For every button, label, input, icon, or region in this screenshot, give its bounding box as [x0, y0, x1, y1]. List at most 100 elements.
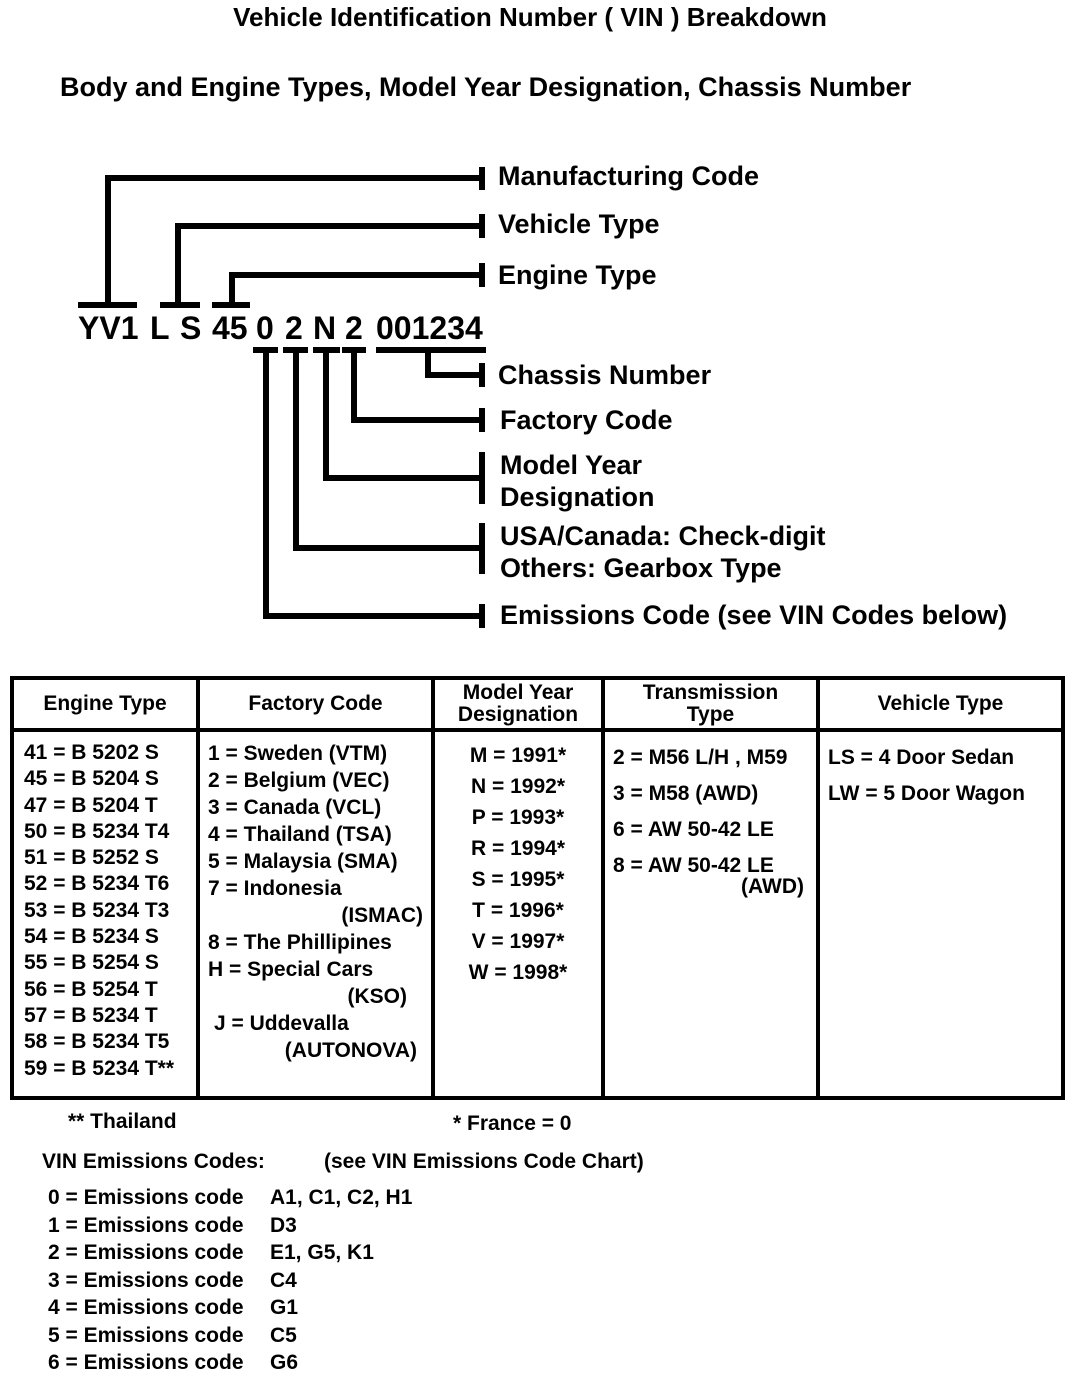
callout-engine-type: Engine Type [498, 260, 657, 290]
callout-model-year: Model Year Designation [500, 449, 655, 513]
callout-model-year-line2: Designation [500, 482, 655, 512]
factory-code-row: (KSO) [347, 985, 408, 1008]
emissions-code-values: G1 [270, 1296, 299, 1319]
footnote-thailand: ** Thailand [68, 1110, 177, 1133]
emissions-codes-list: 0 = Emissions code A1, C1, C2, H1 1 = Emi… [48, 1184, 412, 1377]
vin-emissions-digit: 0 [256, 310, 274, 346]
engine-type-row: 56 = B 5254 T [24, 977, 158, 1001]
engine-type-row: 57 = B 5234 T [24, 1003, 158, 1027]
header-factory-code: Factory Code [200, 680, 435, 732]
transmission-column: 2 = M56 L/H , M59 3 = M58 (AWD) 6 = AW 5… [605, 732, 820, 1096]
header-engine-type: Engine Type [14, 680, 200, 732]
emissions-code-values: D3 [270, 1213, 297, 1237]
emissions-code-label: 3 = Emissions code [48, 1268, 244, 1292]
emissions-code-row: 6 = Emissions code G6 [48, 1349, 412, 1377]
model-year-column: M = 1991* N = 1992* P = 1993* R = 1994* … [435, 732, 605, 1096]
engine-type-row: 50 = B 5234 T4 [24, 819, 170, 843]
model-year-row: M = 1991* [469, 744, 567, 767]
vin-breakdown-diagram: YV1 L S 45 0 2 N 2 001234 Manufacturing … [0, 150, 1088, 650]
header-vehicle-type: Vehicle Type [820, 680, 1061, 732]
engine-type-row: 58 = B 5234 T5 [24, 1030, 170, 1054]
model-year-row: R = 1994* [471, 837, 565, 860]
emissions-code-values: C4 [270, 1268, 297, 1292]
manufacturing-code-connector [105, 175, 482, 302]
factory-code-row: (AUTONOVA) [284, 1039, 417, 1062]
emissions-code-label: 4 = Emissions code [48, 1296, 244, 1319]
chassis-number-connector [425, 353, 482, 378]
transmission-row: 6 = AW 50-42 LE [613, 818, 774, 841]
engine-type-row: 55 = B 5254 S [24, 951, 159, 975]
factory-code-row: 5 = Malaysia (SMA) [208, 850, 398, 873]
model-year-row: W = 1998* [468, 961, 568, 984]
emissions-code-label: 0 = Emissions code [48, 1186, 244, 1209]
model-year-row: V = 1997* [471, 930, 565, 953]
engine-type-row: 54 = B 5234 S [24, 925, 159, 949]
page-title: Vehicle Identification Number ( VIN ) Br… [233, 2, 827, 32]
transmission-row: 3 = M58 (AWD) [613, 782, 759, 805]
engine-type-row: 59 = B 5234 T** [24, 1056, 175, 1080]
engine-type-row: 52 = B 5234 T6 [24, 872, 170, 896]
header-model-year-line1: Model Year [462, 681, 574, 704]
callout-manufacturing-code: Manufacturing Code [498, 161, 759, 191]
emissions-code-label: 6 = Emissions code [48, 1351, 244, 1374]
callout-factory-code: Factory Code [500, 405, 673, 435]
vehicle-type-row: LW = 5 Door Wagon [828, 782, 1025, 805]
factory-code-row: 3 = Canada (VCL) [208, 796, 382, 819]
emissions-code-connector [263, 353, 482, 619]
vin-codes-table: Engine Type Factory Code Model Year Desi… [10, 676, 1065, 1100]
callout-check-digit-line2: Others: Gearbox Type [500, 553, 782, 583]
header-transmission: Transmission Type [605, 680, 820, 732]
engine-type-row: 51 = B 5252 S [24, 846, 159, 870]
footnote-france: * France = 0 [453, 1112, 572, 1135]
factory-code-row: 1 = Sweden (VTM) [208, 742, 388, 765]
emissions-code-label: 5 = Emissions code [48, 1323, 244, 1347]
model-year-row: P = 1993* [471, 806, 565, 829]
emissions-codes-note: (see VIN Emissions Code Chart) [324, 1150, 644, 1173]
model-year-row: N = 1992* [471, 775, 565, 798]
engine-type-row: 53 = B 5234 T3 [24, 898, 170, 922]
vin-connector-lines [78, 167, 486, 628]
model-year-row: T = 1996* [472, 899, 564, 922]
emissions-code-values: G6 [270, 1351, 299, 1374]
engine-type-row: 41 = B 5202 S [24, 741, 159, 764]
transmission-row: 2 = M56 L/H , M59 [613, 746, 788, 769]
factory-code-row: 2 = Belgium (VEC) [208, 769, 390, 792]
callout-model-year-line1: Model Year [500, 450, 643, 480]
factory-code-row: 7 = Indonesia [208, 877, 342, 900]
factory-code-row: J = Uddevalla [214, 1012, 349, 1035]
emissions-code-values: E1, G5, K1 [270, 1241, 374, 1264]
factory-code-row: H = Special Cars [208, 958, 374, 981]
emissions-code-label: 2 = Emissions code [48, 1241, 244, 1264]
page-subtitle: Body and Engine Types, Model Year Design… [60, 72, 912, 102]
vin-vehicle-type-l: L [150, 310, 170, 346]
emissions-code-row: 2 = Emissions code E1, G5, K1 [48, 1239, 412, 1267]
vin-manufacturer: YV1 [78, 310, 139, 346]
factory-code-row: 4 = Thailand (TSA) [208, 823, 392, 846]
callout-vehicle-type: Vehicle Type [498, 209, 660, 239]
vin-engine-type: 45 [212, 310, 248, 346]
emissions-codes-title: VIN Emissions Codes: [42, 1150, 265, 1173]
emissions-code-row: 4 = Emissions code G1 [48, 1294, 412, 1322]
factory-code-column: 1 = Sweden (VTM) 2 = Belgium (VEC) 3 = C… [200, 732, 435, 1096]
header-model-year: Model Year Designation [435, 680, 605, 732]
emissions-code-label: 1 = Emissions code [48, 1213, 244, 1237]
vehicle-type-column: LS = 4 Door Sedan LW = 5 Door Wagon [820, 732, 1061, 1096]
vin-factory-code: 2 [345, 310, 363, 346]
emissions-code-values: A1, C1, C2, H1 [270, 1186, 413, 1209]
emissions-code-row: 3 = Emissions code C4 [48, 1267, 412, 1295]
emissions-code-row: 0 = Emissions code A1, C1, C2, H1 [48, 1184, 412, 1212]
vin-chassis-number: 001234 [376, 310, 483, 346]
engine-type-row: 47 = B 5204 T [24, 793, 158, 817]
callout-emissions-code: Emissions Code (see VIN Codes below) [500, 600, 1008, 630]
vehicle-type-row: LS = 4 Door Sedan [828, 746, 1015, 769]
callout-chassis-number: Chassis Number [498, 360, 712, 390]
model-year-connector [323, 353, 482, 481]
header-model-year-line2: Designation [457, 703, 579, 726]
vin-check-digit: 2 [285, 310, 303, 346]
factory-code-connector [351, 353, 482, 423]
vehicle-type-connector [175, 223, 482, 302]
emissions-code-row: 1 = Emissions code D3 [48, 1212, 412, 1240]
factory-code-row: 8 = The Phillipines [208, 931, 392, 954]
transmission-row: 8 = AW 50-42 LE [613, 854, 774, 877]
